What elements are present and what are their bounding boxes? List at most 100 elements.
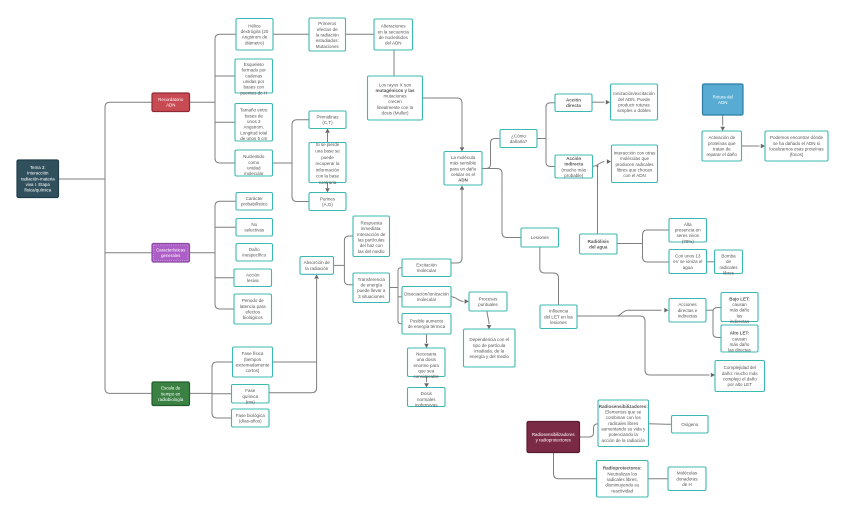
svg-text:dextrógira (20: dextrógira (20 <box>241 29 269 34</box>
svg-text:de unos 5 cm: de unos 5 cm <box>240 136 267 141</box>
svg-text:unidas por: unidas por <box>243 79 265 84</box>
svg-text:libres que chocan: libres que chocan <box>617 167 653 172</box>
svg-text:Angstrom.: Angstrom. <box>243 125 264 130</box>
svg-text:(ms): (ms) <box>246 400 255 405</box>
svg-text:cadenas: cadenas <box>245 73 263 78</box>
svg-text:directas e: directas e <box>678 308 698 313</box>
svg-text:simples o dobles: simples o dobles <box>617 108 651 113</box>
svg-text:indirectas: indirectas <box>730 319 750 324</box>
svg-text:selectivas: selectivas <box>244 228 265 233</box>
svg-text:contraria: contraria <box>319 180 337 185</box>
svg-text:unos 3: unos 3 <box>247 119 261 124</box>
svg-text:se ha dañado el ADN si: se ha dañado el ADN si <box>773 141 820 146</box>
svg-text:directa: directa <box>566 103 581 108</box>
svg-text:las partículas: las partículas <box>358 237 385 242</box>
svg-text:libres: libres <box>723 271 735 276</box>
svg-text:en la secuencia: en la secuencia <box>378 29 410 34</box>
svg-text:Complejidad del: Complejidad del <box>724 365 756 370</box>
svg-text:Bajo LET:: Bajo LET: <box>729 296 750 301</box>
svg-text:Interacción de: Interacción de <box>357 232 386 237</box>
svg-text:inespecífico: inespecífico <box>242 253 266 258</box>
svg-text:Absorción de: Absorción de <box>304 260 331 265</box>
svg-text:cortos): cortos) <box>246 368 260 373</box>
svg-text:Radiólisis: Radiólisis <box>588 239 610 244</box>
svg-text:que sea: que sea <box>418 369 435 374</box>
svg-text:mutagénicos y las: mutagénicos y las <box>375 88 415 93</box>
svg-text:de: de <box>726 259 732 264</box>
svg-text:dañarla?: dañarla? <box>510 139 528 144</box>
svg-text:puentes de H: puentes de H <box>240 90 267 95</box>
svg-text:con el ADN: con el ADN <box>623 173 646 178</box>
svg-text:inofensivas: inofensivas <box>415 402 438 407</box>
svg-text:Mutaciones: Mutaciones <box>316 44 340 49</box>
svg-text:Escala de: Escala de <box>161 386 181 391</box>
svg-text:Influencia: Influencia <box>549 309 569 314</box>
svg-text:aumentando su vida y: aumentando su vida y <box>601 427 646 432</box>
svg-text:Dosis: Dosis <box>421 391 433 396</box>
svg-text:biológicos: biológicos <box>243 315 264 320</box>
svg-text:molecular: molecular <box>417 268 437 273</box>
svg-text:bases de: bases de <box>245 113 264 118</box>
svg-text:Radioprotectores:: Radioprotectores: <box>603 466 642 471</box>
svg-text:las directas: las directas <box>728 348 752 353</box>
svg-text:tiempo en: tiempo en <box>161 391 181 396</box>
svg-text:Si se pierde: Si se pierde <box>316 142 340 147</box>
svg-text:radiobiología: radiobiología <box>158 397 184 402</box>
svg-text:las del medio: las del medio <box>358 249 385 254</box>
svg-text:localizamos esas proteína: localizamos esas proteínas <box>769 146 824 151</box>
svg-text:probable): probable) <box>564 173 584 178</box>
svg-text:la radiación: la radiación <box>305 266 329 271</box>
svg-text:considerable: considerable <box>413 374 439 379</box>
svg-text:causan: causan <box>732 336 747 341</box>
svg-text:y radioprotectores: y radioprotectores <box>536 437 572 442</box>
svg-text:Con unos 13: Con unos 13 <box>675 253 701 258</box>
svg-text:más daño: más daño <box>730 308 750 313</box>
svg-text:radicales libres,: radicales libres, <box>607 477 638 482</box>
svg-text:lesiva: lesiva <box>247 278 259 283</box>
svg-text:unidad: unidad <box>247 165 261 170</box>
svg-text:La molécula: La molécula <box>451 155 476 160</box>
svg-text:Nucleótido: Nucleótido <box>243 154 265 159</box>
svg-text:3 situaciones: 3 situaciones <box>358 294 385 299</box>
svg-text:enorme para: enorme para <box>413 363 439 368</box>
svg-text:reparar el daño: reparar el daño <box>706 152 737 157</box>
svg-text:efectos: efectos <box>245 309 260 314</box>
svg-text:Angstrom de: Angstrom de <box>242 35 268 40</box>
svg-text:tipo de partícula: tipo de partícula <box>473 343 506 348</box>
svg-text:¿Cómo: ¿Cómo <box>511 133 526 138</box>
svg-text:Moléculas: Moléculas <box>677 471 698 476</box>
svg-text:tratan de: tratan de <box>713 146 731 151</box>
svg-text:del LET en las: del LET en las <box>544 314 573 319</box>
svg-text:de energía térmica: de energía térmica <box>408 324 446 329</box>
svg-text:Lesiones: Lesiones <box>531 235 550 240</box>
svg-text:una base se: una base se <box>315 149 340 154</box>
svg-text:Excitación: Excitación <box>416 263 437 268</box>
svg-text:extremadamente: extremadamente <box>236 362 270 367</box>
svg-text:eV se ioniza el: eV se ioniza el <box>673 259 702 264</box>
svg-text:(días-años): (días-años) <box>239 418 262 423</box>
svg-text:las: las <box>737 313 744 318</box>
svg-text:Carácter: Carácter <box>246 196 264 201</box>
svg-text:mutaciones: mutaciones <box>383 94 407 99</box>
svg-text:Tema 3:: Tema 3: <box>30 165 46 170</box>
svg-text:como: como <box>248 160 260 165</box>
svg-text:celular es el: celular es el <box>451 172 475 177</box>
svg-text:normales: normales <box>417 397 436 402</box>
svg-text:disminuyendo su: disminuyendo su <box>605 483 639 488</box>
svg-text:bases con: bases con <box>243 85 264 90</box>
svg-text:más daño: más daño <box>730 342 750 347</box>
svg-text:diámetro): diámetro) <box>245 40 265 45</box>
svg-text:Alto LET:: Alto LET: <box>730 331 750 336</box>
svg-text:molecular: molecular <box>417 297 437 302</box>
svg-text:(tiempos: (tiempos <box>244 357 262 362</box>
svg-text:Necesaria: Necesaria <box>416 352 437 357</box>
svg-text:para un daño: para un daño <box>450 166 477 171</box>
svg-text:Ionización/excitación: Ionización/excitación <box>613 91 655 96</box>
svg-text:radiación-materia: radiación-materia <box>21 176 55 181</box>
svg-text:generales: generales <box>161 253 181 258</box>
svg-text:(C,T): (C,T) <box>322 120 333 125</box>
svg-text:Primeros: Primeros <box>318 21 337 26</box>
svg-text:(70%): (70%) <box>682 239 695 244</box>
svg-text:agua: agua <box>683 265 694 270</box>
svg-text:Podemos encontrar dónde: Podemos encontrar dónde <box>770 135 824 140</box>
